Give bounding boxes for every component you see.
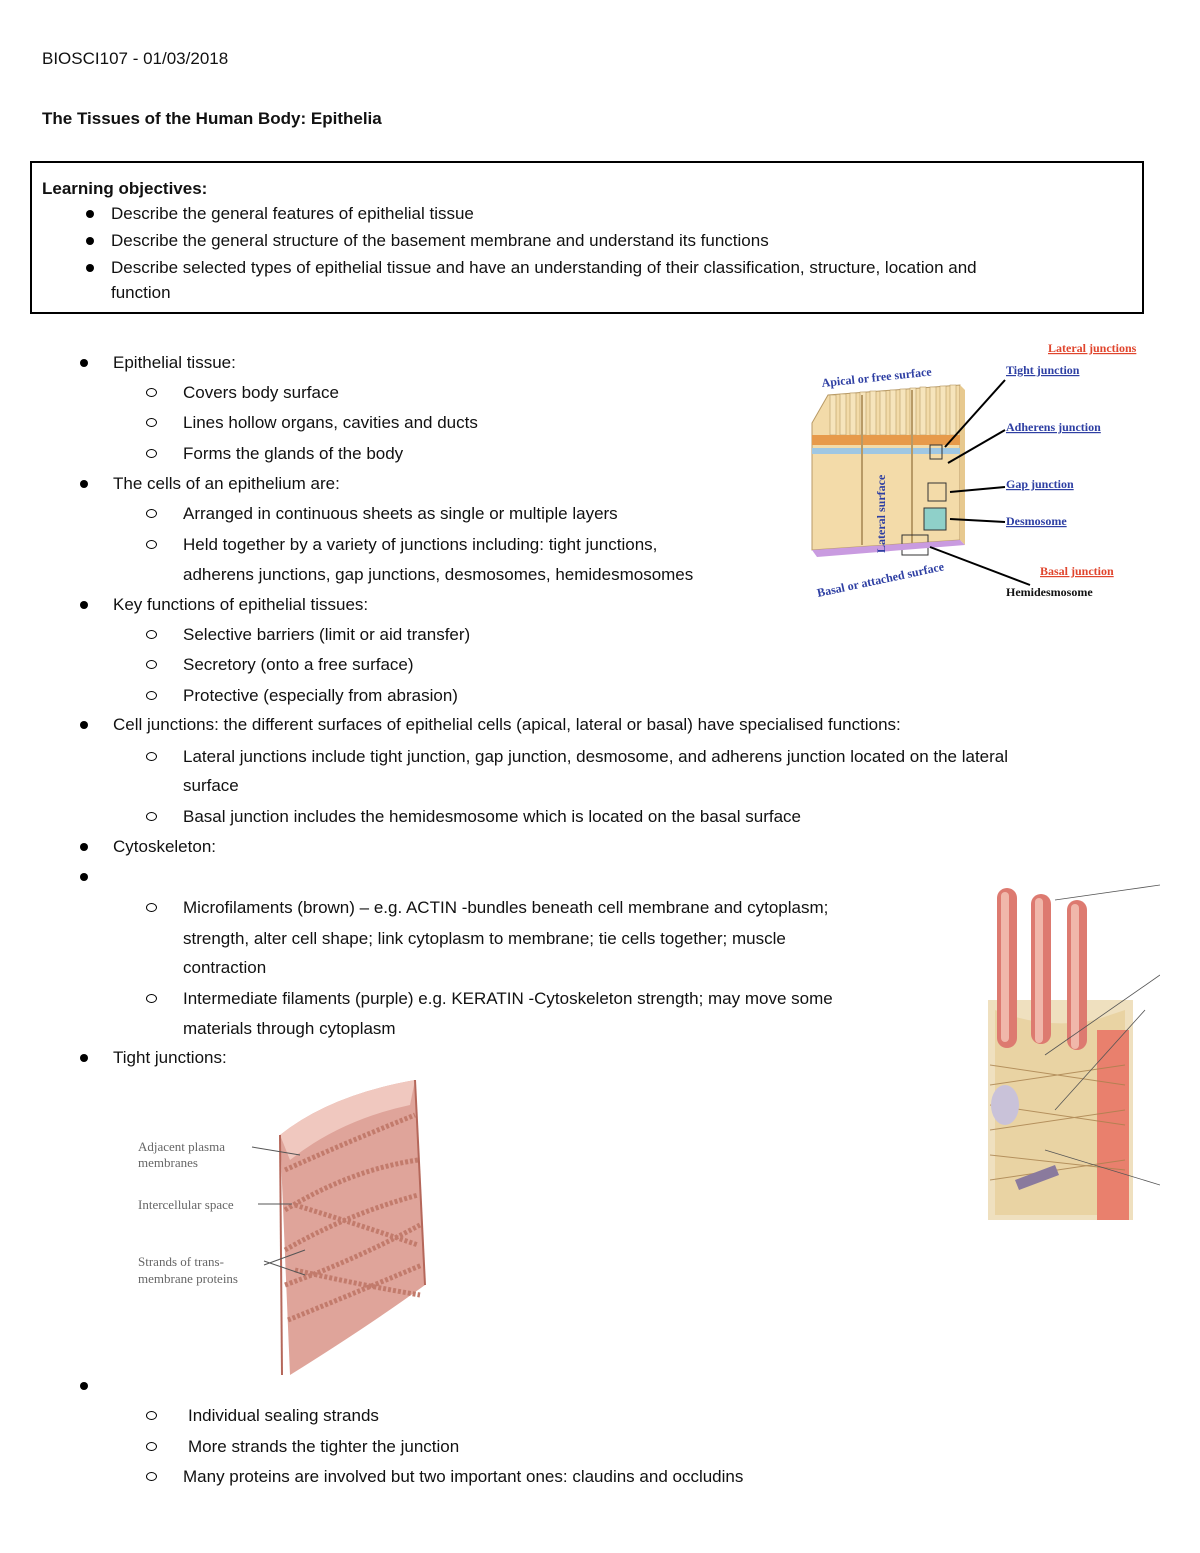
note-tight-junctions: Tight junctions:	[113, 1048, 227, 1067]
bullet	[80, 1054, 88, 1062]
sub-note: Intermediate filaments (purple) e.g. KER…	[183, 989, 833, 1008]
sub-bullet	[146, 540, 157, 549]
sub-note: Held together by a variety of junctions …	[183, 535, 658, 554]
sub-note: Arranged in continuous sheets as single …	[183, 504, 618, 523]
sub-note: Many proteins are involved but two impor…	[183, 1467, 744, 1486]
sub-note: materials through cytoplasm	[183, 1019, 396, 1038]
label-hemidesmosome: Hemidesmosome	[1006, 585, 1093, 599]
label-strands-1: Strands of trans-	[138, 1254, 224, 1269]
sub-note: Covers body surface	[183, 383, 339, 402]
sub-note: Individual sealing strands	[188, 1406, 379, 1425]
note-cell-junctions: Cell junctions: the different surfaces o…	[113, 715, 901, 734]
label-lateral-surface: Lateral surface	[874, 474, 888, 553]
sub-bullet	[146, 1472, 157, 1481]
label-adjacent-membranes-1: Adjacent plasma	[138, 1139, 225, 1154]
bullet	[80, 1382, 88, 1390]
objective-item: Describe selected types of epithelial ti…	[111, 258, 977, 277]
bullet	[80, 843, 88, 851]
bullet	[86, 264, 94, 272]
bullet	[80, 480, 88, 488]
course-date: BIOSCI107 - 01/03/2018	[42, 49, 229, 68]
objective-item: Describe the general structure of the ba…	[111, 231, 769, 250]
sub-note: contraction	[183, 958, 267, 977]
sub-bullet	[146, 418, 157, 427]
objective-item: Describe the general features of epithel…	[111, 204, 474, 223]
note-epithelial: Epithelial tissue:	[113, 353, 236, 372]
cell-junctions-figure: Lateral junctions Apical or free surface…	[811, 341, 1137, 600]
sub-bullet	[146, 660, 157, 669]
sub-note: Basal junction includes the hemidesmosom…	[183, 807, 802, 826]
sub-bullet	[146, 449, 157, 458]
sub-bullet	[146, 1411, 157, 1420]
note-cells: The cells of an epithelium are:	[113, 474, 340, 493]
label-basal-surface: Basal or attached surface	[816, 559, 946, 600]
tight-junction-figure: Adjacent plasma membranes Intercellular …	[138, 1079, 426, 1376]
note-cytoskeleton: Cytoskeleton:	[113, 837, 216, 856]
sub-note: Lines hollow organs, cavities and ducts	[183, 413, 478, 432]
sub-bullet	[146, 903, 157, 912]
objective-item: function	[111, 283, 171, 302]
cytoskeleton-figure	[988, 884, 1160, 1220]
sub-note: adherens junctions, gap junctions, desmo…	[183, 565, 694, 584]
bullet	[80, 873, 88, 881]
sub-bullet	[146, 509, 157, 518]
page-title: The Tissues of the Human Body: Epithelia	[42, 109, 382, 128]
sub-note: Lateral junctions include tight junction…	[183, 747, 1009, 766]
label-adherens-junction: Adherens junction	[1006, 420, 1101, 434]
sub-bullet	[146, 812, 157, 821]
sub-note: Selective barriers (limit or aid transfe…	[183, 625, 471, 644]
sub-note: surface	[183, 776, 239, 795]
sub-note: Protective (especially from abrasion)	[183, 686, 458, 705]
objectives-box	[30, 161, 1144, 314]
objectives-heading: Learning objectives:	[42, 179, 208, 198]
label-lateral-junctions: Lateral junctions	[1048, 341, 1137, 355]
label-desmosome: Desmosome	[1006, 514, 1067, 528]
bullet	[80, 721, 88, 729]
bullet	[86, 210, 94, 218]
label-gap-junction: Gap junction	[1006, 477, 1074, 491]
label-apical-surface: Apical or free surface	[821, 364, 933, 390]
bullet	[80, 601, 88, 609]
bullet	[80, 359, 88, 367]
sub-note: Forms the glands of the body	[183, 444, 404, 463]
sub-note: Microfilaments (brown) – e.g. ACTIN -bun…	[183, 898, 829, 917]
label-adjacent-membranes-2: membranes	[138, 1155, 198, 1170]
label-basal-junction: Basal junction	[1040, 564, 1114, 578]
sub-note: More strands the tighter the junction	[188, 1437, 460, 1456]
sub-bullet	[146, 691, 157, 700]
sub-note: Secretory (onto a free surface)	[183, 655, 414, 674]
sub-note: strength, alter cell shape; link cytopla…	[183, 929, 786, 948]
sub-bullet	[146, 1442, 157, 1451]
bullet	[86, 237, 94, 245]
sub-bullet	[146, 752, 157, 761]
sub-bullet	[146, 630, 157, 639]
label-tight-junction: Tight junction	[1006, 363, 1080, 377]
label-intercellular-space: Intercellular space	[138, 1197, 234, 1212]
sub-bullet	[146, 388, 157, 397]
sub-bullet	[146, 994, 157, 1003]
note-key-functions: Key functions of epithelial tissues:	[113, 595, 369, 614]
label-strands-2: membrane proteins	[138, 1271, 238, 1286]
